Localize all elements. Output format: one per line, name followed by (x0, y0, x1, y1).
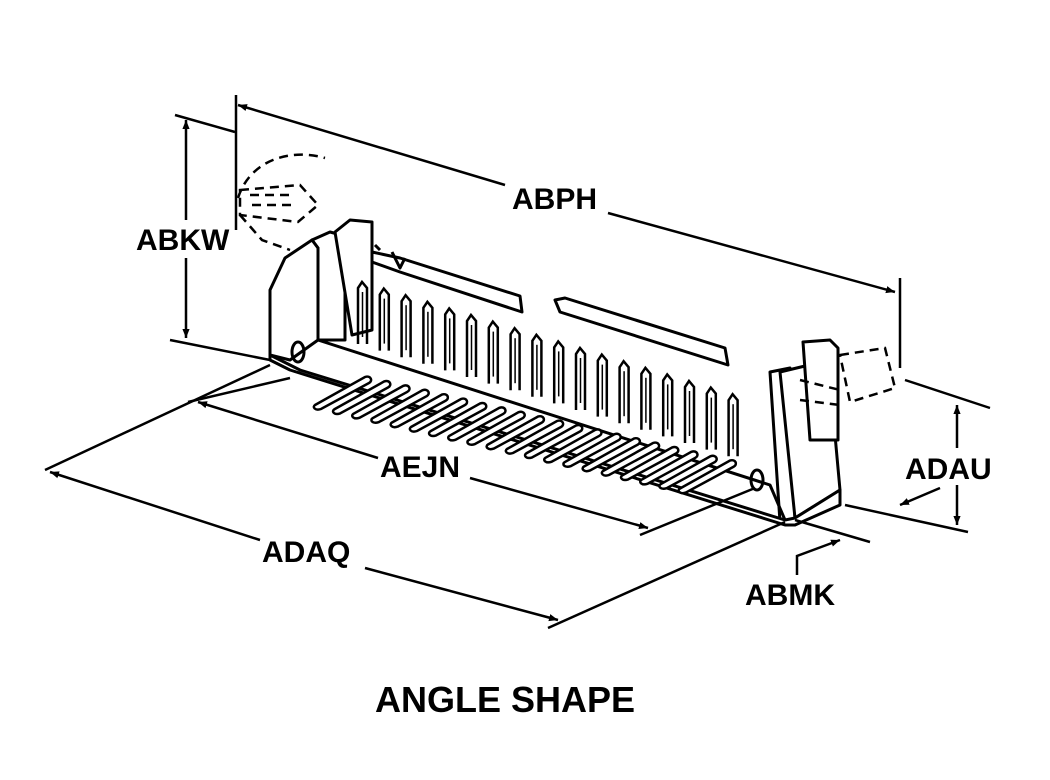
adaq-extension-left (44, 363, 271, 472)
bottom-pin (523, 423, 584, 460)
adau-arrow-in (899, 486, 941, 507)
adaq-arrow-left (49, 470, 261, 542)
bottom-pin (331, 379, 392, 416)
top-pin (640, 365, 652, 430)
bottom-pin (370, 388, 430, 424)
abkw-extension-bottom (169, 338, 271, 362)
abkw-extension-top (174, 113, 236, 134)
bottom-pin (581, 436, 642, 473)
top-pin (596, 352, 609, 417)
bottom-pin (446, 406, 507, 442)
abmk-arrow (795, 538, 841, 575)
bottom-pin (677, 458, 738, 495)
aejn-arrow-left (197, 400, 379, 460)
bottom-pin (638, 450, 699, 486)
abmk-label: ABMK (745, 579, 835, 612)
top-pin (683, 378, 696, 443)
dimension-lines (44, 95, 991, 630)
adau-extension-bottom (844, 503, 969, 534)
top-pin (422, 299, 434, 364)
top-pin (465, 312, 478, 377)
bottom-pin (600, 441, 661, 477)
top-pin (552, 339, 565, 404)
bottom-pin (466, 410, 526, 446)
adau-extension-top (904, 378, 991, 410)
bottom-pin (427, 401, 488, 438)
bottom-pin (658, 454, 718, 490)
latch-outline-left (236, 153, 326, 252)
top-pin (574, 345, 587, 410)
bottom-pin (619, 445, 680, 482)
abph-arrow-right (607, 211, 896, 294)
bottom-pin (504, 419, 565, 455)
bottom-pin (350, 384, 411, 420)
adaq-label: ADAQ (262, 536, 350, 569)
bottom-pin (562, 432, 622, 468)
aejn-label: AEJN (380, 451, 460, 484)
top-pin (400, 293, 412, 358)
top-pin (443, 306, 456, 371)
top-pin (509, 326, 521, 391)
abmk-extension (794, 518, 871, 544)
top-pin (727, 392, 739, 457)
adaq-extension-right (547, 520, 786, 630)
aejn-extension-left (187, 376, 291, 404)
top-pin (531, 332, 543, 397)
top-pin (705, 385, 718, 450)
bottom-pin-row (312, 375, 738, 495)
abph-arrow-left (237, 103, 506, 187)
adau-label: ADAU (905, 453, 992, 486)
abph-label: ABPH (512, 183, 597, 216)
abkw-label: ABKW (136, 224, 230, 257)
aejn-extension-right (639, 486, 756, 537)
bottom-pin (408, 397, 469, 433)
bottom-pin (389, 392, 450, 429)
top-pin (378, 286, 391, 351)
drawing-caption: ANGLE SHAPE (375, 679, 635, 720)
latch-outline-right (799, 346, 897, 407)
top-pin (487, 319, 500, 384)
adaq-arrow-right (364, 566, 559, 622)
top-pin-row (356, 279, 739, 457)
top-pin (661, 372, 674, 437)
top-pin (618, 359, 630, 424)
aejn-arrow-right (469, 476, 649, 530)
bottom-pin (312, 375, 373, 411)
connector-body (268, 218, 842, 527)
bottom-pin (485, 414, 546, 451)
bottom-pin (542, 428, 603, 464)
top-pin (356, 279, 369, 344)
